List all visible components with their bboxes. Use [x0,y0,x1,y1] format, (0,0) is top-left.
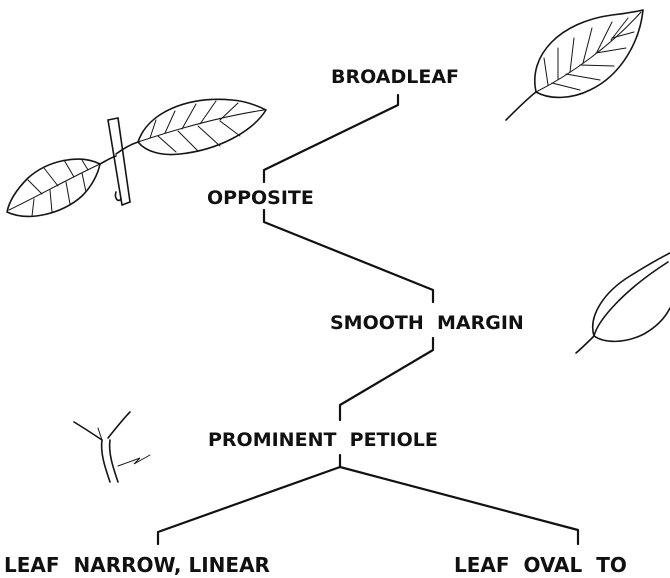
node-smooth-margin: SMOOTH MARGIN [330,312,524,334]
opposite-leaves-icon [6,98,267,218]
node-broadleaf: BROADLEAF [331,66,459,88]
branch-leaf-oval-to: LEAF OVAL TO [454,553,627,577]
branch-leaf-narrow-linear: LEAF NARROW, LINEAR [4,553,270,577]
smooth-margin-leaf-icon [575,252,670,354]
broadleaf-leaf-icon [505,9,644,121]
connector-petiole-right-branch [338,465,580,546]
key-connectors [156,93,580,546]
connector-broadleaf-opposite [262,93,400,184]
petiole-sketch-icon [73,411,151,483]
connector-smooth-margin-petiole [338,336,435,422]
node-prominent-petiole: PROMINENT PETIOLE [208,429,438,451]
connector-petiole-left-branch [156,453,342,546]
connector-opposite-smooth-margin [262,208,435,304]
node-opposite: OPPOSITE [207,187,314,209]
